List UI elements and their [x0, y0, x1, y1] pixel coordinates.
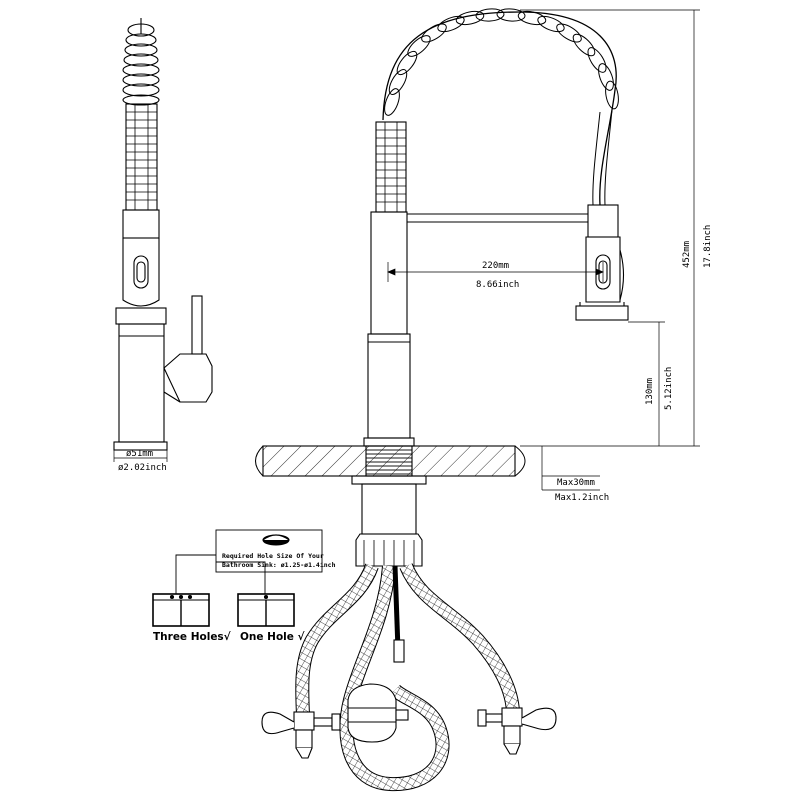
side-spray-head	[122, 238, 160, 307]
spring-coils	[384, 8, 619, 116]
reach-inch-label: 8.66inch	[476, 280, 519, 290]
height-mm-label: 452mm	[682, 241, 692, 268]
front-base-ring	[363, 437, 415, 447]
mount-nut	[355, 533, 423, 567]
deck-max-inch-label: Max1.2inch	[555, 493, 609, 503]
one-hole-sink-icon	[237, 593, 295, 627]
side-spray-head-top	[122, 209, 160, 239]
base-diameter-mm-label: ø51mm	[126, 449, 153, 459]
deck-thread	[365, 445, 413, 477]
side-spray-button	[133, 255, 149, 289]
spring-arch-outline	[382, 11, 617, 206]
hole-size-note	[175, 529, 323, 594]
one-hole-label: One Hole √	[240, 631, 306, 643]
three-holes-sink-icon	[152, 593, 210, 627]
mount-shank	[361, 483, 417, 535]
right-angle-valve	[477, 707, 557, 755]
side-spout-collar	[115, 307, 167, 325]
front-lower-body	[367, 333, 411, 439]
left-valve-handle	[261, 711, 295, 735]
deck-max-mm-label: Max30mm	[557, 478, 595, 488]
reach-mm-label: 220mm	[482, 261, 509, 271]
side-lever-handle	[191, 295, 203, 355]
base-diameter-inch-label: ø2.02inch	[118, 463, 167, 473]
side-spring-coil	[122, 23, 160, 106]
right-valve-handle	[521, 707, 557, 731]
height-inch-label: 17.8inch	[703, 225, 713, 268]
front-view	[255, 8, 629, 567]
side-base	[113, 441, 168, 451]
mount-washer	[351, 475, 427, 485]
side-body	[118, 323, 165, 443]
hole-note-line1: Required Hole Size Of Your	[222, 552, 324, 560]
hole-note-line2: Bathroom Sink: ø1.25-ø1.4inch	[222, 561, 336, 569]
hose-weight	[347, 683, 409, 743]
front-spray-nozzle	[575, 305, 629, 321]
spout-height-mm-label: 130mm	[645, 378, 655, 405]
left-angle-valve	[261, 711, 341, 759]
spout-height-inch-label: 5.12inch	[664, 367, 674, 410]
dimension-lines	[387, 9, 700, 491]
side-lever-base	[163, 353, 213, 403]
three-holes-label: Three Holes√	[153, 631, 232, 643]
front-spray-head-top	[587, 204, 619, 238]
front-spray-head	[585, 236, 621, 303]
supply-hoses	[295, 563, 520, 792]
side-view	[113, 18, 213, 462]
hole-note-box	[215, 529, 323, 573]
front-main-column	[370, 211, 408, 335]
front-ribbed-hose	[375, 121, 407, 213]
